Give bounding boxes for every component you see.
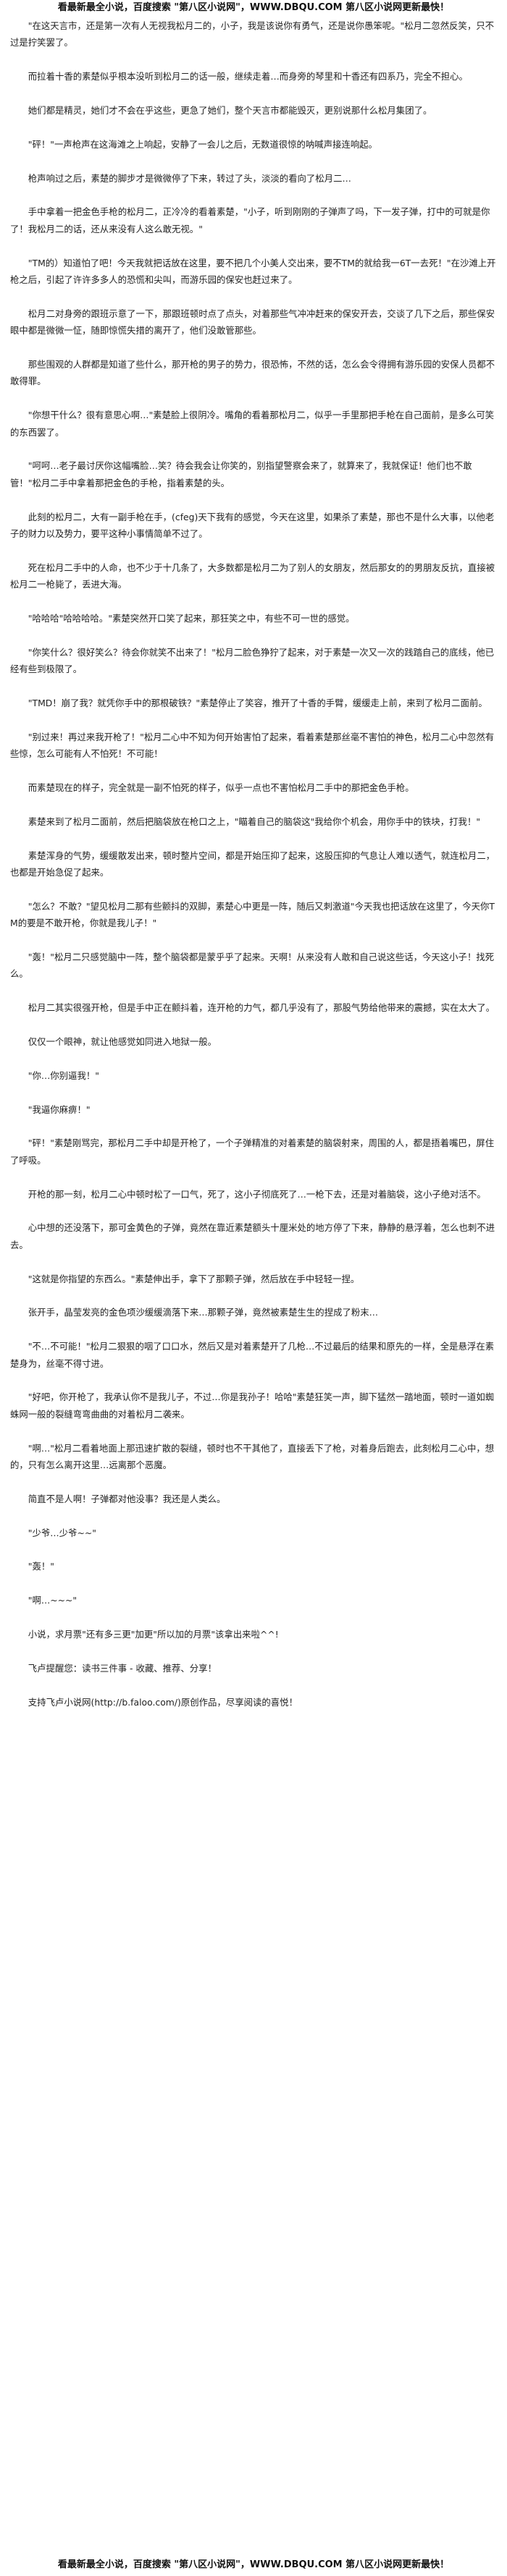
story-paragraph: 手中拿着一把金色手枪的松月二，正冷冷的看着素楚，"小子，听到刚刚的子弹声了吗，下…	[10, 206, 490, 234]
paragraph-gap	[10, 1169, 500, 1185]
paragraph-gap	[10, 491, 500, 508]
story-paragraph: "砰！"一声枪声在这海滩之上响起，安静了一会儿之后，无数道很惊的呐喊声接连响起。	[28, 138, 378, 150]
story-paragraph: "在这天言市，还是第一次有人无视我松月二的，小子，我是该说你有勇气，还是说你愚笨…	[10, 20, 495, 48]
paragraph-gap	[10, 983, 500, 999]
story-paragraph: "别过来！再过来我开枪了！"松月二心中不知为何开始害怕了起来，看着素楚那丝毫不害…	[10, 731, 495, 760]
story-paragraph: 她们都是精灵，她们才不会在乎这些，更急了她们，整个天言市都能毁灭，更别说那什么松…	[28, 105, 432, 116]
story-paragraph: 小说，求月票"还有多三更"加更"所以加的月票"该拿出来啦^^!	[28, 1629, 279, 1640]
chapter-content: "在这天言市，还是第一次有人无视我松月二的，小子，我是该说你有勇气，还是说你愚笨…	[10, 17, 500, 2553]
story-paragraph: 心中想的还没落下，那可金黄色的子弹，竟然在靠近素楚额头十厘米处的地方停了下来，静…	[10, 1222, 495, 1250]
paragraph-gap	[10, 119, 500, 135]
paragraph-gap	[10, 1473, 500, 1490]
story-paragraph: "你笑什么？很好笑么？待会你就笑不出来了！"松月二脸色狰狞了起来，对于素楚一次又…	[10, 646, 495, 675]
paragraph-gap	[10, 1541, 500, 1558]
story-paragraph: 简直不是人啊！子弹都对他没事？我还是人类么。	[28, 1493, 226, 1504]
story-paragraph: 松月二其实很强开枪，但是手中正在颤抖着，连开枪的力气，都几乎没有了，那股气势给他…	[28, 1002, 495, 1014]
story-paragraph: 此刻的松月二，大有一副手枪在手，(cfeg)天下我有的感觉，今天在这里，如果杀了…	[10, 511, 495, 540]
paragraph-gap	[10, 1677, 500, 1693]
story-paragraph: 飞卢提醒您：读书三件事 - 收藏、推荐、分享！	[28, 1662, 217, 1674]
story-paragraph: 枪声响过之后，素楚的脚步才是微微停了下来，转过了头，淡淡的看向了松月二…	[28, 172, 351, 184]
story-paragraph: "TM的）知道怕了吧！今天我就把话放在这里，要不把几个小美人交出来，要不TM的就…	[10, 257, 496, 285]
story-paragraph: "啊…~~~"	[28, 1595, 77, 1606]
paragraph-gap	[10, 627, 500, 643]
paragraph-gap	[10, 288, 500, 305]
paragraph-gap	[10, 1203, 500, 1219]
paragraph-gap	[10, 711, 500, 728]
story-paragraph: 支持飞卢小说网(http://b.faloo.com/)原创作品，尽享阅读的喜悦…	[28, 1696, 298, 1708]
story-paragraph: 张开手，晶莹发亮的金色项沙缓缓滴落下来…那颗子弹，竟然被素楚生生的捏成了粉末…	[28, 1307, 379, 1318]
paragraph-gap	[10, 1507, 500, 1524]
paragraph-gap	[10, 1372, 500, 1389]
story-paragraph: "砰！"素楚刚骂完，那松月二手中却是开枪了，一个子弹精准的对着素楚的脑袋射来，周…	[10, 1137, 495, 1166]
paragraph-gap	[10, 542, 500, 559]
paragraph-gap	[10, 1253, 500, 1270]
paragraph-gap	[10, 1050, 500, 1067]
story-paragraph: 仅仅一个眼神，就让他感觉如同进入地狱一般。	[28, 1036, 217, 1048]
story-paragraph: 松月二对身旁的跟班示意了一下，那跟班顿时点了点头，对着那些气冲冲赶来的保安开去，…	[10, 308, 495, 336]
paragraph-gap	[10, 441, 500, 457]
paragraph-gap	[10, 881, 500, 897]
story-paragraph: "啊…"松月二看着地面上那迅速扩散的裂缝，顿时也不干其他了，直接丢下了枪，对着身…	[10, 1442, 495, 1471]
paragraph-gap	[10, 678, 500, 695]
story-paragraph: "你想干什么？很有意思心啊…"素楚脸上很阴冷。嘴角的看着那松月二，似乎一手里那把…	[10, 410, 495, 438]
paragraph-gap	[10, 1287, 500, 1304]
paragraph-gap	[10, 153, 500, 169]
paragraph-gap	[10, 390, 500, 407]
paragraph-gap	[10, 1084, 500, 1101]
paragraph-gap	[10, 85, 500, 102]
story-paragraph: "呵呵…老子最讨厌你这幅嘴脸…笑？待会我会让你笑的，别指望警察会来了，就算来了，…	[10, 460, 472, 488]
paragraph-gap	[10, 51, 500, 68]
paragraph-gap	[10, 1017, 500, 1033]
story-paragraph: 素楚来到了松月二面前，然后把脑袋放在枪口之上，"瞄着自己的脑袋这"我给你个机会，…	[28, 815, 481, 827]
story-paragraph: "我逼你麻痹！"	[28, 1103, 91, 1115]
paragraph-gap	[10, 932, 500, 949]
paragraph-gap	[10, 593, 500, 610]
story-paragraph: 死在松月二手中的人命，也不少于十几条了，大多数都是松月二为了别人的女朋友，然后那…	[10, 562, 495, 590]
story-paragraph: "TMD！崩了我？就凭你手中的那根破铁？"素楚停止了笑容，推开了十香的手臂，缓缓…	[28, 698, 487, 709]
paragraph-gap	[10, 830, 500, 847]
paragraph-gap	[10, 763, 500, 779]
story-paragraph: 开枪的那一刻，松月二心中顿时松了一口气，死了，这小子彻底死了…一枪下去，还是对着…	[28, 1188, 486, 1200]
story-paragraph: "轰！"松月二只感觉脑中一阵，整个脑袋都是蒙乎乎了起来。天啊！从来没有人敢和自己…	[10, 952, 495, 980]
paragraph-gap	[10, 1609, 500, 1626]
paragraph-gap	[10, 1575, 500, 1592]
story-paragraph: 而拉着十香的素楚似乎根本没听到松月二的话一般，继续走着…而身旁的琴里和十香还有四…	[28, 71, 468, 82]
paragraph-gap	[10, 1423, 500, 1439]
story-paragraph: "好吧，你开枪了，我承认你不是我儿子，不过…你是我孙子！哈哈"素楚狂笑一声，脚下…	[10, 1391, 495, 1420]
paragraph-gap	[10, 339, 500, 356]
paragraph-gap	[10, 1643, 500, 1659]
header-banner: 看最新最全小说，百度搜索 "第八区小说网"，WWW.DBQU.COM 第八区小说…	[57, 2, 450, 13]
story-paragraph: "怎么？不敢？"望见松月二那有些颤抖的双脚，素楚心中更是一阵，随后又刺激道"今天…	[10, 900, 495, 929]
story-paragraph: 而素楚现在的样子，完全就是一副不怕死的样子，似乎一点也不害怕松月二手中的那把金色…	[28, 782, 414, 794]
story-paragraph: 素楚浑身的气势，缓缓散发出来，顿时整片空间，都是开始压抑了起来，这股压抑的气息让…	[10, 850, 495, 878]
story-paragraph: "轰！"	[28, 1561, 54, 1572]
story-paragraph: "这就是你指望的东西么。"素楚伸出手，拿下了那颗子弹，然后放在手中轻轻一捏。	[28, 1273, 360, 1284]
story-paragraph: "哈哈哈"哈哈哈哈。"素楚突然开口笑了起来，那狂笑之中，有些不可一世的感觉。	[28, 613, 355, 624]
paragraph-gap	[10, 1118, 500, 1135]
story-paragraph: "少爷…少爷~~"	[28, 1527, 96, 1538]
paragraph-gap	[10, 187, 500, 203]
story-paragraph: "你…你别逼我！"	[28, 1069, 99, 1081]
paragraph-gap	[10, 796, 500, 813]
footer-banner: 看最新最全小说，百度搜索 "第八区小说网"，WWW.DBQU.COM 第八区小说…	[57, 2559, 450, 2570]
story-paragraph: 那些围观的人群都是知道了些什么，那开枪的男子的势力，很恐怖，不然的话，怎么会令得…	[10, 359, 495, 387]
story-paragraph: "不…不可能！"松月二狠狠的咽了口口水，然后又是对着素楚开了几枪…不过最后的结果…	[10, 1341, 495, 1369]
paragraph-gap	[10, 237, 500, 254]
paragraph-gap	[10, 1321, 500, 1338]
